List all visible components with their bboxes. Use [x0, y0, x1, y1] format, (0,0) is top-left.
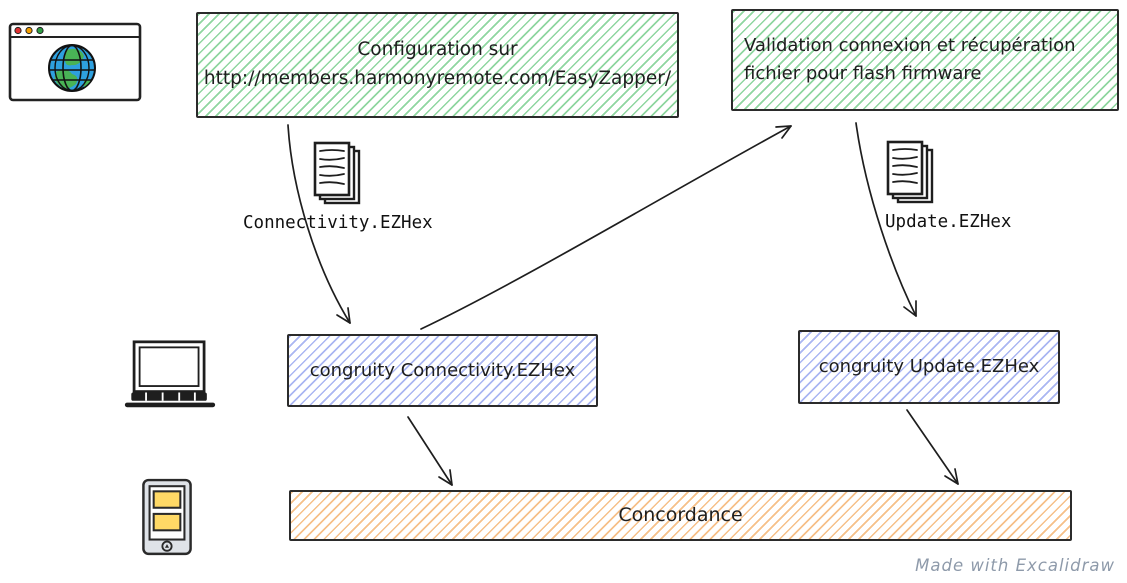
arrow-congruity-connectivity-to-validation — [420, 125, 792, 330]
laptop-icon — [124, 340, 216, 408]
node-configuration-web: Configuration sur http://members.harmony… — [196, 12, 679, 118]
arrow-congruity-connectivity-to-concordance — [407, 416, 453, 486]
browser-dot-green — [36, 26, 44, 35]
browser-dot-yellow — [25, 26, 33, 35]
node-congruity-connectivity: congruity Connectivity.EZHex — [287, 334, 598, 407]
browser-window-globe-icon — [8, 22, 142, 102]
remote-device-icon — [142, 478, 192, 556]
browser-dot-red — [14, 26, 22, 35]
file-label-connectivity: Connectivity.EZHex — [243, 213, 433, 233]
node-concordance: Concordance — [289, 490, 1072, 541]
document-stack-icon — [313, 141, 361, 205]
node-validation-firmware: Validation connexion et récupération fic… — [731, 9, 1119, 111]
globe-icon — [48, 44, 96, 92]
excalidraw-watermark: Made with Excalidraw — [915, 556, 1115, 575]
node-congruity-update: congruity Update.EZHex — [798, 330, 1060, 404]
file-label-update: Update.EZHex — [885, 212, 1012, 232]
arrow-congruity-update-to-concordance — [906, 409, 959, 485]
document-stack-icon — [886, 140, 934, 204]
